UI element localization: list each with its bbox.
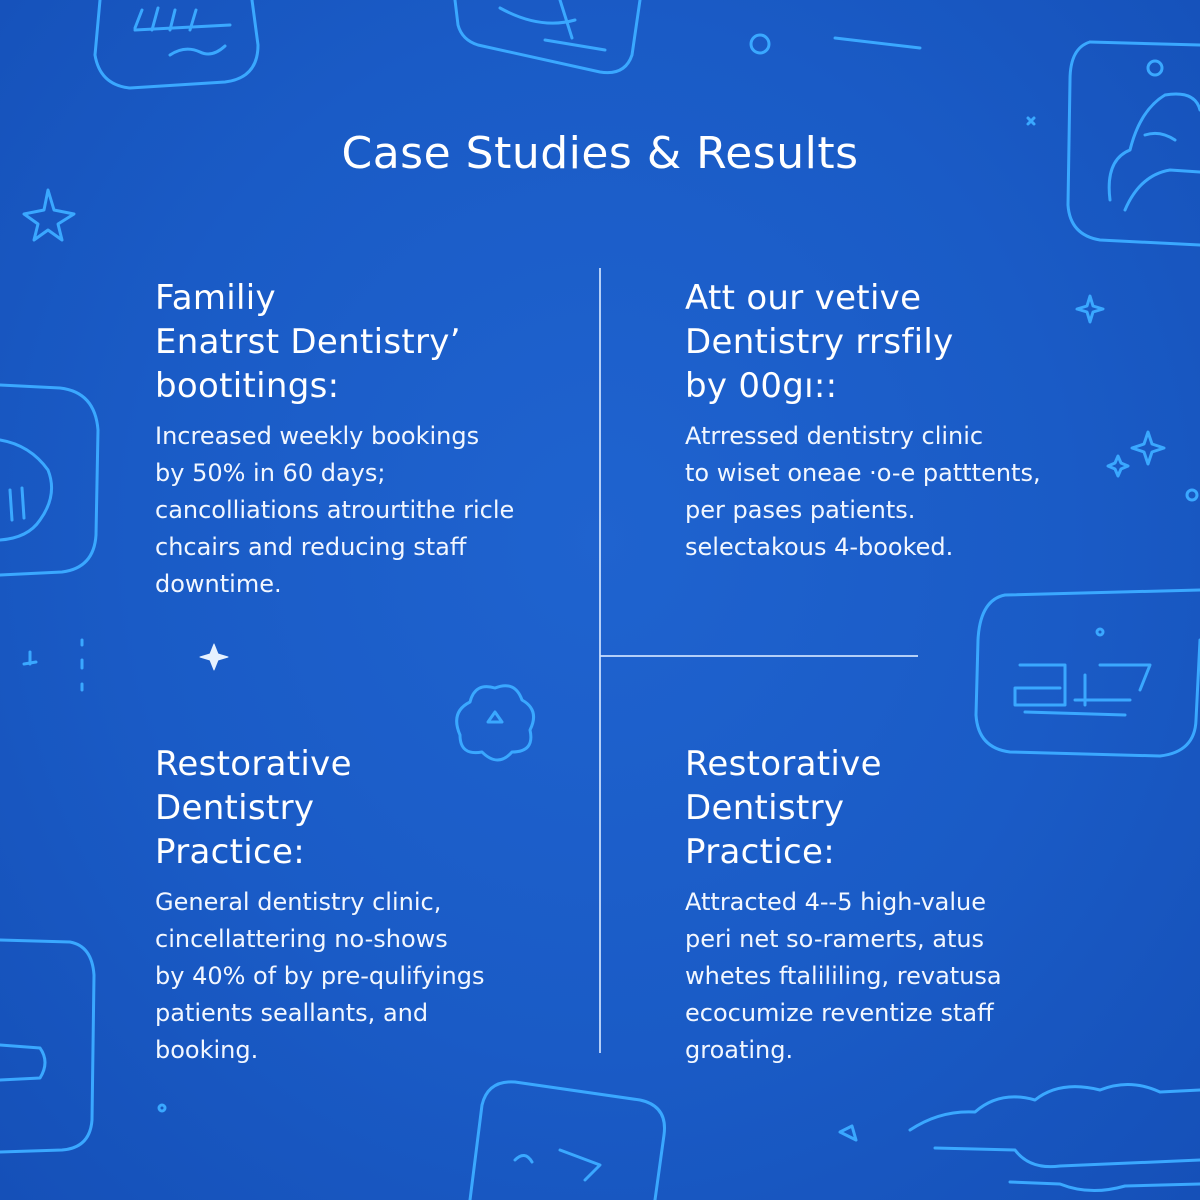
case-study-card: Restorative Dentistry Practice: Attracte…	[685, 742, 1085, 1069]
heading-line: Dentistry	[685, 788, 845, 828]
flower-icon	[455, 684, 536, 762]
page-title: Case Studies & Results	[341, 128, 859, 179]
heading-line: Familiy	[155, 278, 276, 318]
heading-line: by 00gı::	[685, 366, 838, 406]
doodle-dot-icon	[1185, 488, 1199, 502]
heading-line: Practice:	[155, 832, 305, 872]
body-line: Attracted 4--5 high-value	[685, 888, 987, 916]
doodle-cabinet-icon	[974, 588, 1200, 758]
body-line: cincellattering no-shows	[155, 925, 448, 953]
doodle-x-icon	[1026, 116, 1036, 126]
case-study-description: Increased weekly bookings by 50% in 60 d…	[155, 418, 555, 603]
heading-line: Practice:	[685, 832, 835, 872]
doodle-cloud-icon	[908, 1083, 1200, 1193]
doodle-tooth-frame-icon	[1066, 40, 1200, 247]
doodle-hand-box-icon	[0, 383, 100, 577]
heading-line: Dentistry	[155, 788, 315, 828]
case-study-heading: Restorative Dentistry Practice:	[155, 742, 555, 874]
doodle-triangle-icon	[838, 1124, 858, 1142]
case-study-card: Att our vetive Dentistry rrsfily by 00gı…	[685, 276, 1085, 566]
body-line: per pases patients.	[685, 496, 916, 524]
heading-line: Att our vetive	[685, 278, 922, 318]
body-line: booking.	[155, 1036, 259, 1064]
case-study-description: Attracted 4--5 high-value peri net so-ra…	[685, 884, 1085, 1069]
body-line: by 50% in 60 days;	[155, 459, 386, 487]
heading-line: Restorative	[155, 744, 352, 784]
doodle-card-icon	[453, 0, 642, 75]
doodle-line-icon	[833, 36, 922, 50]
heading-line: Restorative	[685, 744, 882, 784]
case-study-heading: Restorative Dentistry Practice:	[685, 742, 1085, 874]
body-line: General dentistry clinic,	[155, 888, 442, 916]
heading-line: bootitings:	[155, 366, 340, 406]
sparkle-icon	[1106, 454, 1130, 478]
body-line: by 40% of by pre-qulifyings	[155, 962, 485, 990]
body-line: Increased weekly bookings	[155, 422, 480, 450]
sparkle-icon	[1130, 430, 1166, 466]
body-line: peri net so-ramerts, atus	[685, 925, 985, 953]
body-line: cancolliations atrourtithe ricle	[155, 496, 515, 524]
case-study-description: Atrressed dentistry clinic to wiset onea…	[685, 418, 1085, 566]
case-study-heading: Att our vetive Dentistry rrsfily by 00gı…	[685, 276, 1085, 408]
sparkle-icon	[199, 643, 229, 671]
body-line: to wiset oneae ·o-e patttents,	[685, 459, 1041, 487]
case-study-description: General dentistry clinic, cincellatterin…	[155, 884, 555, 1069]
body-line: chcairs and reducing staff	[155, 533, 467, 561]
body-line: patients seallants, and	[155, 999, 429, 1027]
doodle-circle-icon	[749, 33, 771, 55]
body-line: Atrressed dentistry clinic	[685, 422, 984, 450]
doodle-bottom-card-icon	[468, 1080, 666, 1200]
body-line: downtime.	[155, 570, 282, 598]
doodle-box-icon	[93, 0, 260, 90]
vertical-divider	[599, 268, 601, 1053]
case-study-card: Familiy Enatrst Dentistry’ bootitings: I…	[155, 276, 555, 603]
heading-line: Enatrst Dentistry’	[155, 322, 461, 362]
body-line: ecocumize reventize staff	[685, 999, 994, 1027]
doodle-mark-icon	[22, 650, 38, 666]
case-study-heading: Familiy Enatrst Dentistry’ bootitings:	[155, 276, 555, 408]
horizontal-divider	[600, 655, 918, 657]
doodle-dot-icon	[157, 1103, 167, 1113]
case-study-card: Restorative Dentistry Practice: General …	[155, 742, 555, 1069]
star-icon	[22, 188, 76, 242]
heading-line: Dentistry rrsfily	[685, 322, 954, 362]
body-line: groating.	[685, 1036, 794, 1064]
body-line: whetes ftalililing, revatusa	[685, 962, 1002, 990]
sparkle-icon	[1075, 294, 1105, 324]
doodle-screen-icon	[0, 938, 96, 1154]
body-line: selectakous 4-booked.	[685, 533, 954, 561]
